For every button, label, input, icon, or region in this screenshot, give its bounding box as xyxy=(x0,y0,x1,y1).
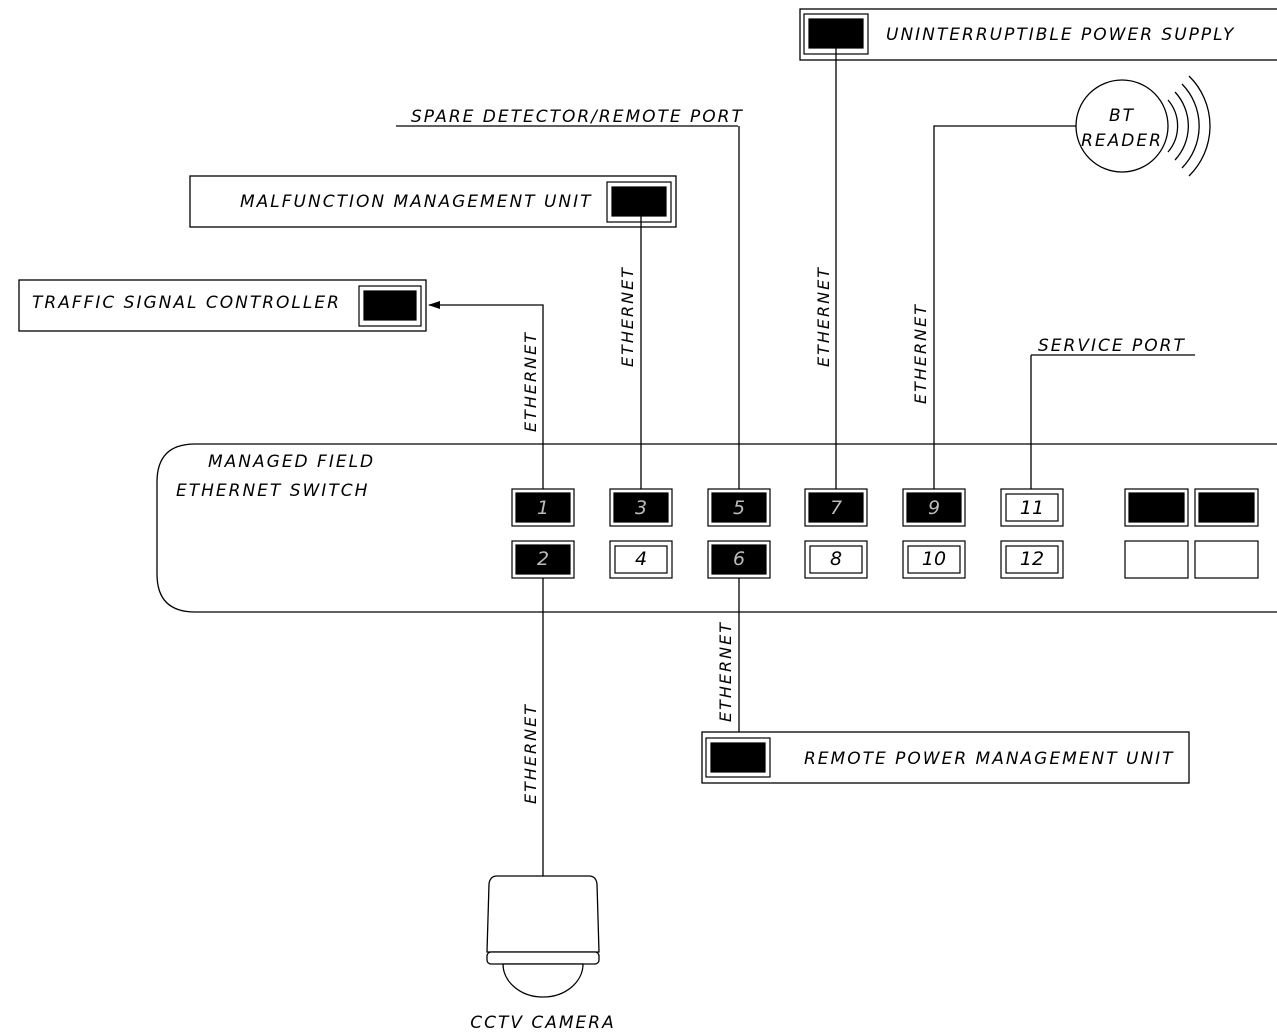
camera-dome xyxy=(502,963,584,998)
port-number: 2 xyxy=(537,548,549,570)
arrow-head-tsc xyxy=(428,301,440,309)
bt-reader-device: BT READER xyxy=(1075,75,1211,177)
port-number: 12 xyxy=(1020,548,1044,570)
switch-port-7: 7 xyxy=(804,488,868,527)
switch-port-3: 3 xyxy=(609,488,673,527)
ethernet-label-port3: ETHERNET xyxy=(618,266,637,367)
service-port-label: SERVICE PORT xyxy=(1038,336,1186,356)
ethernet-label-port1: ETHERNET xyxy=(521,331,540,432)
port-number: 7 xyxy=(830,497,842,519)
switch-port-8: 8 xyxy=(804,540,868,579)
ethernet-label-port2: ETHERNET xyxy=(521,703,540,804)
port-number: 1 xyxy=(537,497,549,519)
switch-port-2: 2 xyxy=(511,540,575,579)
port-number: 3 xyxy=(635,497,647,519)
ethernet-switch: MANAGED FIELD ETHERNET SWITCH 1 3 5 7 9 xyxy=(156,443,1277,613)
ups-label: UNINTERRUPTIBLE POWER SUPPLY xyxy=(886,25,1235,45)
tsc-label: TRAFFIC SIGNAL CONTROLLER xyxy=(32,293,341,313)
port-number: 8 xyxy=(830,548,842,570)
uplink-port-top-right xyxy=(1194,488,1259,527)
switch-label-line2: ETHERNET SWITCH xyxy=(176,481,369,501)
spare-detector-label: SPARE DETECTOR/REMOTE PORT xyxy=(411,107,744,127)
port-number: 9 xyxy=(928,497,940,519)
port-number: 4 xyxy=(635,548,647,570)
switch-port-12: 12 xyxy=(1000,540,1064,579)
rpmu-label: REMOTE POWER MANAGEMENT UNIT xyxy=(804,749,1175,769)
switch-port-6: 6 xyxy=(707,540,771,579)
camera-collar xyxy=(486,951,600,965)
ethernet-label-port7: ETHERNET xyxy=(814,266,833,367)
connections: ETHERNET ETHERNET ETHERNET ETHERNET ETHE… xyxy=(428,48,1076,876)
cctv-camera-device: CCTV CAMERA xyxy=(470,875,616,1033)
port-number: 5 xyxy=(733,497,745,519)
port-number: 10 xyxy=(922,548,946,570)
cctv-label: CCTV CAMERA xyxy=(470,1013,616,1033)
port-number: 6 xyxy=(733,548,745,570)
mmu-device: MALFUNCTION MANAGEMENT UNIT xyxy=(189,175,677,228)
mmu-label: MALFUNCTION MANAGEMENT UNIT xyxy=(240,192,593,212)
spare-detector-port: SPARE DETECTOR/REMOTE PORT xyxy=(396,107,744,127)
switch-port-1: 1 xyxy=(511,488,575,527)
bt-reader-label-line2: READER xyxy=(1081,131,1163,151)
uplink-port-bottom-left xyxy=(1124,540,1189,579)
service-port: SERVICE PORT xyxy=(1031,336,1195,356)
port-number: 11 xyxy=(1020,497,1044,519)
switch-port-5: 5 xyxy=(707,488,771,527)
switch-port-11: 11 xyxy=(1000,488,1064,527)
ups-device: UNINTERRUPTIBLE POWER SUPPLY xyxy=(799,8,1277,61)
ethernet-label-port6: ETHERNET xyxy=(716,621,735,722)
uplink-port-bottom-right xyxy=(1194,540,1259,579)
switch-port-4: 4 xyxy=(609,540,673,579)
switch-port-10: 10 xyxy=(902,540,966,579)
rpmu-device: REMOTE POWER MANAGEMENT UNIT xyxy=(701,731,1190,784)
camera-housing xyxy=(486,875,600,953)
switch-port-9: 9 xyxy=(902,488,966,527)
tsc-device: TRAFFIC SIGNAL CONTROLLER xyxy=(18,279,427,332)
link-port1-tsc xyxy=(429,304,544,489)
uplink-port-top-left xyxy=(1124,488,1189,527)
bt-reader-label-line1: BT xyxy=(1109,106,1135,126)
switch-label-line1: MANAGED FIELD xyxy=(208,452,375,472)
link-port9-bt xyxy=(933,125,1076,489)
ethernet-label-port9: ETHERNET xyxy=(911,303,930,404)
